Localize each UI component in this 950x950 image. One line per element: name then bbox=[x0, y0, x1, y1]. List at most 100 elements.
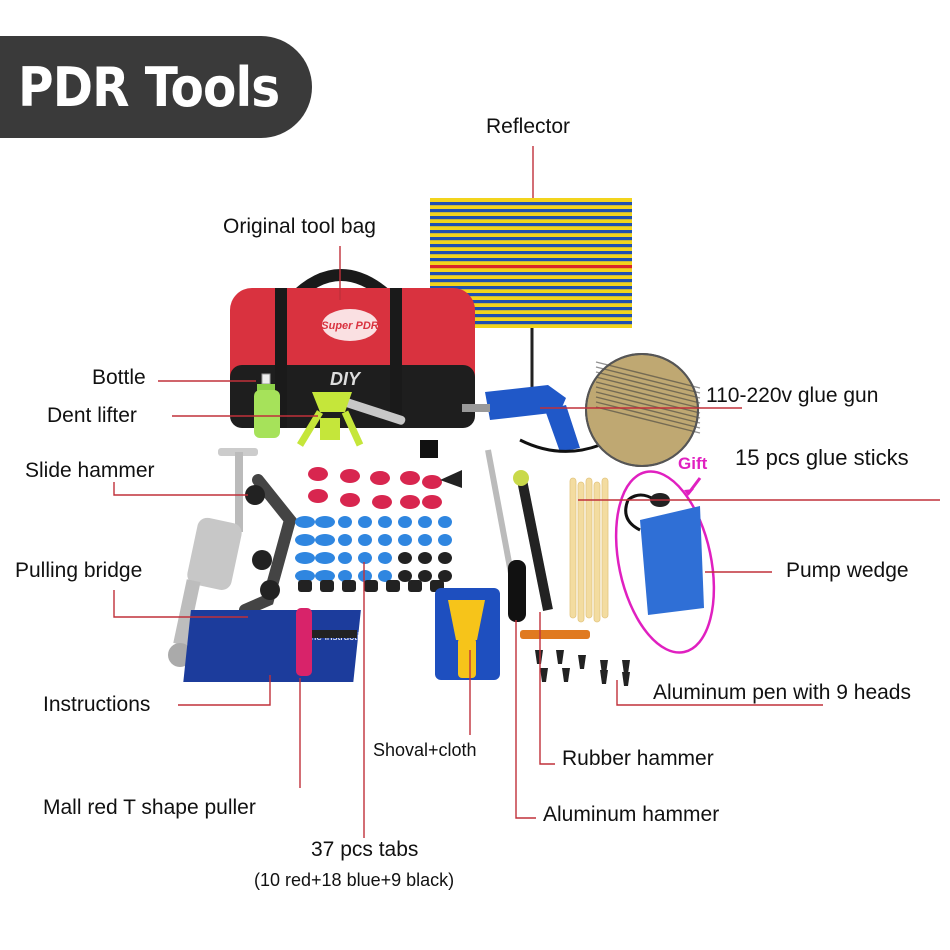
leader-line bbox=[616, 680, 823, 706]
reflector-stripe bbox=[430, 237, 632, 241]
reflector-board bbox=[430, 198, 632, 400]
title-banner: PDR Tools bbox=[0, 36, 312, 138]
pen-head bbox=[540, 668, 548, 682]
leader-line bbox=[178, 675, 271, 706]
label-tabs: 37 pcs tabs bbox=[311, 838, 419, 861]
blue-tab bbox=[358, 552, 372, 564]
label-instructions: Instructions bbox=[43, 693, 151, 716]
blue-tab bbox=[338, 516, 352, 528]
reflector-stripes bbox=[430, 202, 632, 325]
blue-tab bbox=[315, 534, 335, 546]
red-tab bbox=[400, 471, 420, 485]
pen-head bbox=[556, 650, 564, 664]
pen-head bbox=[622, 660, 630, 674]
glue-stick bbox=[601, 477, 609, 619]
blue-tab bbox=[378, 534, 392, 546]
glue-stick bbox=[577, 481, 585, 623]
label-reflector: Reflector bbox=[486, 115, 571, 138]
reflector-stripe bbox=[430, 223, 632, 227]
black-tab bbox=[342, 580, 356, 592]
reflector-stripe bbox=[430, 265, 632, 269]
blue-tab bbox=[398, 534, 412, 546]
bag-text: DIY bbox=[330, 369, 362, 389]
black-tab bbox=[408, 580, 422, 592]
blue-tab bbox=[398, 516, 412, 528]
leader-line bbox=[539, 612, 555, 765]
pen-head bbox=[578, 655, 586, 669]
reflector-stripe bbox=[430, 258, 632, 262]
blue-tab bbox=[358, 570, 372, 582]
blue-tab bbox=[295, 534, 315, 546]
blue-tab bbox=[315, 552, 335, 564]
reflector-stripe bbox=[430, 272, 632, 276]
black-tab bbox=[398, 552, 412, 564]
t-puller-item bbox=[296, 608, 357, 676]
magnifier-stripe bbox=[595, 396, 701, 424]
magnifier-stripe bbox=[595, 406, 701, 434]
reflector-stripe bbox=[430, 230, 632, 234]
reflector-stripe bbox=[430, 244, 632, 248]
label-glue-gun: 110-220v glue gun bbox=[706, 384, 879, 407]
blue-tab bbox=[295, 516, 315, 528]
magnifier-stripe bbox=[595, 366, 701, 394]
black-tab bbox=[440, 470, 462, 488]
label-pump-wedge: Pump wedge bbox=[786, 559, 909, 582]
label-shoval-cloth: Shoval+cloth bbox=[373, 740, 477, 760]
bag-brand: Super PDR bbox=[321, 320, 379, 332]
label-aluminum-pen: Aluminum pen with 9 heads bbox=[653, 681, 911, 704]
red-tab bbox=[422, 495, 442, 509]
black-tab bbox=[398, 570, 412, 582]
label-tabs-detail: (10 red+18 blue+9 black) bbox=[254, 870, 455, 890]
red-tab bbox=[340, 493, 360, 507]
pen-head bbox=[535, 650, 543, 664]
reflector-stripe bbox=[430, 202, 632, 206]
blue-tab bbox=[315, 516, 335, 528]
blue-tab bbox=[438, 534, 452, 546]
label-slide-hammer: Slide hammer bbox=[25, 459, 155, 482]
blue-tab bbox=[338, 570, 352, 582]
pen-head bbox=[600, 670, 608, 684]
blue-tab bbox=[295, 552, 315, 564]
reflector-stripe bbox=[430, 279, 632, 283]
magnifier-stripes bbox=[595, 361, 701, 434]
blue-tab bbox=[418, 534, 432, 546]
black-tab bbox=[386, 580, 400, 592]
reflector-stripe bbox=[430, 300, 632, 304]
label-t-puller: Mall red T shape puller bbox=[43, 796, 256, 819]
pump-wedge-item bbox=[614, 470, 716, 654]
black-tab bbox=[320, 580, 334, 592]
tool-bag: Super PDR DIY bbox=[230, 269, 475, 428]
glue-gun-item bbox=[420, 385, 601, 458]
reflector-stripe bbox=[430, 286, 632, 290]
blue-tab bbox=[438, 516, 452, 528]
red-tab bbox=[372, 495, 392, 509]
magnifier-inset bbox=[585, 353, 701, 467]
label-bottle: Bottle bbox=[92, 366, 146, 389]
label-glue-sticks: 15 pcs glue sticks bbox=[735, 445, 909, 470]
hammers-item bbox=[485, 449, 553, 622]
black-tab bbox=[418, 570, 432, 582]
blue-tab bbox=[378, 516, 392, 528]
blue-tab bbox=[418, 516, 432, 528]
leader-lines bbox=[113, 146, 940, 838]
blue-tab bbox=[338, 552, 352, 564]
label-gift: Gift bbox=[678, 454, 708, 473]
shovel-cloth-item bbox=[435, 588, 500, 680]
reflector-stripe bbox=[430, 216, 632, 220]
blue-tab bbox=[338, 534, 352, 546]
red-tab bbox=[422, 475, 442, 489]
magnifier-stripe bbox=[595, 401, 701, 429]
reflector-stripe bbox=[430, 209, 632, 213]
magnifier-stripe bbox=[595, 381, 701, 409]
magnifier-stripe bbox=[595, 371, 701, 399]
red-tab bbox=[370, 471, 390, 485]
bottle-item bbox=[254, 373, 280, 438]
reflector-stripe bbox=[430, 293, 632, 297]
red-tab bbox=[340, 469, 360, 483]
reflector-stripe bbox=[430, 307, 632, 311]
red-tab bbox=[308, 467, 328, 481]
blue-tab bbox=[315, 570, 335, 582]
glue-stick bbox=[593, 481, 601, 623]
pulling-bridge-item bbox=[239, 474, 297, 616]
